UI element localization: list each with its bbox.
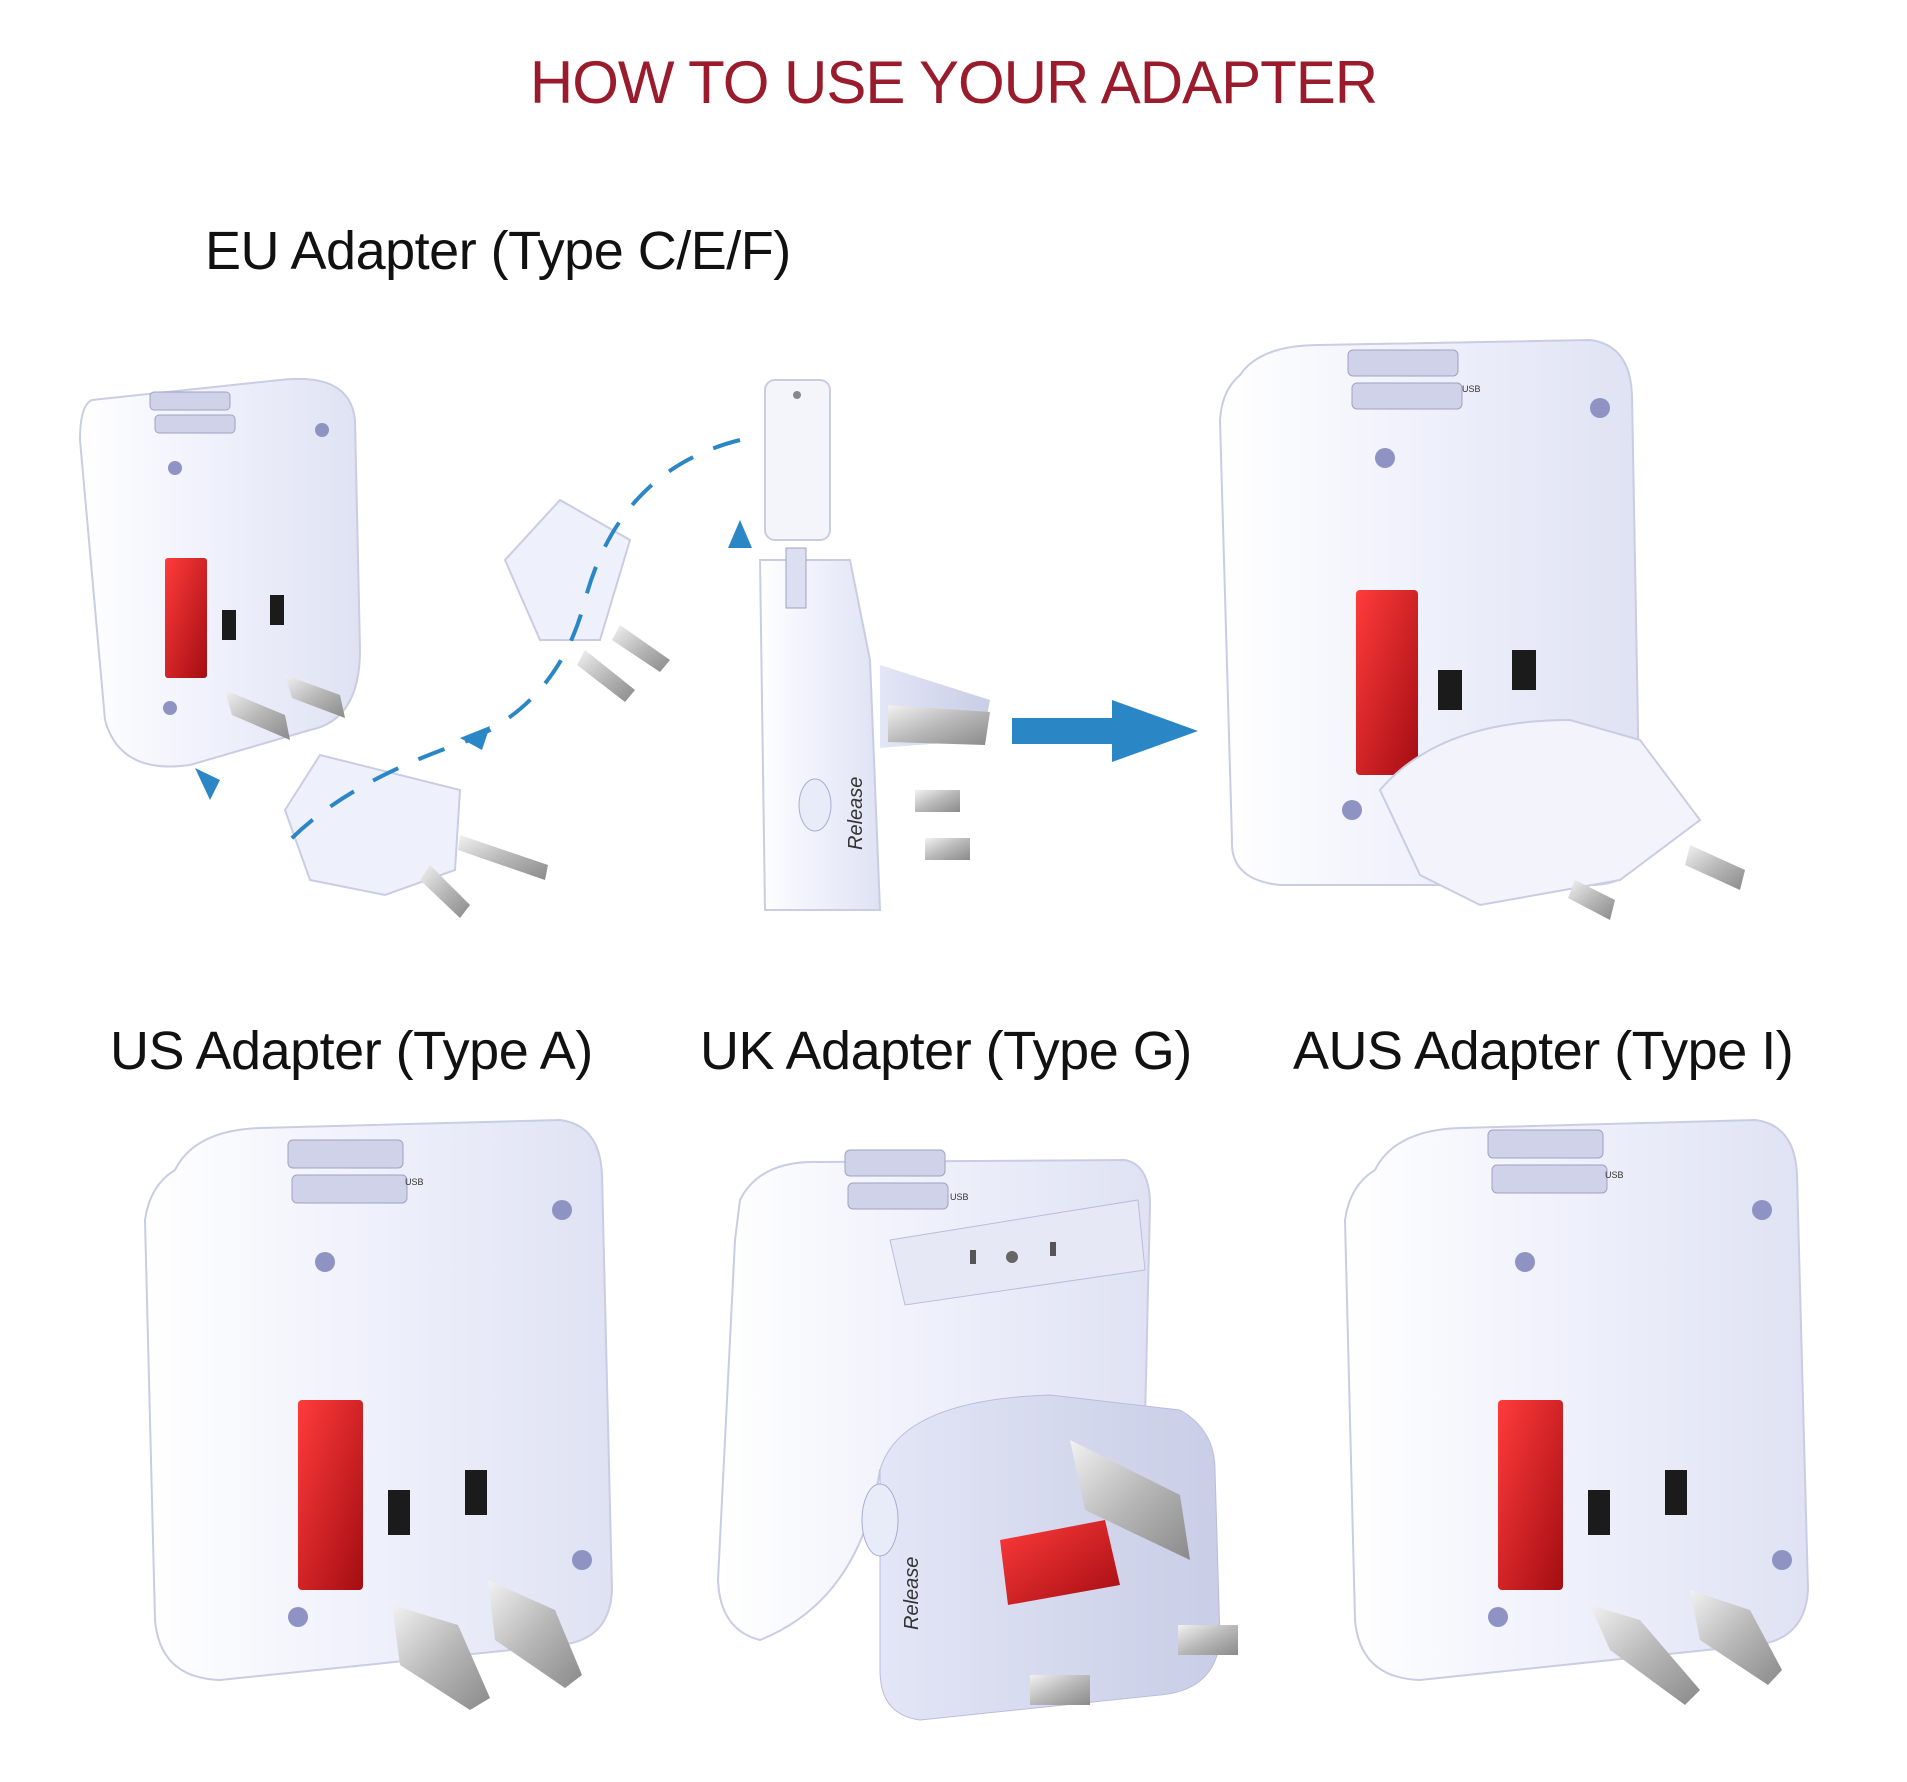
release-label: Release <box>901 1557 923 1630</box>
aus-adapter-label: AUS Adapter (Type I) <box>1293 1021 1794 1081</box>
eu-adapter-label: EU Adapter (Type C/E/F) <box>205 221 791 281</box>
red-switch-icon <box>165 558 207 678</box>
usb-label: USB <box>950 1192 969 1202</box>
red-switch-icon <box>1498 1400 1563 1590</box>
eu-plug-piece-bottom <box>283 753 548 918</box>
rotation-arrows-icon <box>288 438 741 842</box>
us-adapter: USB <box>143 1118 614 1710</box>
page-title: HOW TO USE YOUR ADAPTER <box>529 49 1378 116</box>
uk-adapter-label: UK Adapter (Type G) <box>700 1021 1192 1081</box>
eu-plug-piece-top <box>503 498 670 702</box>
aus-adapter: USB <box>1343 1118 1810 1705</box>
us-adapter-label: US Adapter (Type A) <box>110 1021 593 1081</box>
red-switch-icon <box>1000 1520 1120 1605</box>
eu-adapter-sliding: Release <box>758 379 990 911</box>
arrow-up-icon <box>728 520 752 548</box>
red-switch-icon <box>298 1400 363 1590</box>
usb-label: USB <box>1462 384 1481 394</box>
eu-adapter-assembled: USB <box>1218 338 1745 920</box>
red-switch-icon <box>1356 590 1418 775</box>
eu-adapter-closed <box>78 377 362 768</box>
usb-label: USB <box>405 1177 424 1187</box>
release-label: Release <box>845 777 867 850</box>
usb-label: USB <box>1605 1170 1624 1180</box>
arrow-right-icon <box>1012 700 1198 762</box>
uk-adapter: USB Release <box>716 1149 1238 1721</box>
